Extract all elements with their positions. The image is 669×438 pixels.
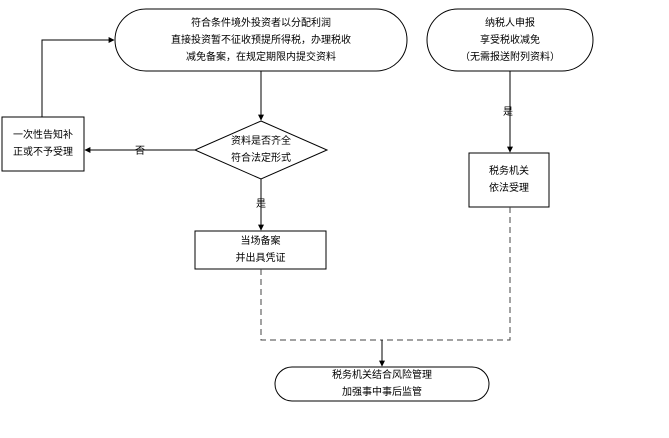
decision-label: 资料是否齐全 符合法定形式 <box>205 130 317 170</box>
start-right-line-1: 纳税人申报 <box>485 17 535 29</box>
dashed-accept-to-merge <box>382 207 511 341</box>
accept-right-line-1: 税务机关 <box>489 166 529 177</box>
reject-line-1: 一次性告知补 <box>13 130 73 141</box>
supervise-terminator <box>274 366 490 402</box>
reject-label: 一次性告知补 正或不予受理 <box>2 117 84 171</box>
start-left-line-2: 直接投资暂不征收预提所得税，办理税收 <box>171 34 351 46</box>
record-line-2: 并出具凭证 <box>235 253 286 264</box>
supervise-line-1: 税务机关结合风险管理 <box>332 370 432 381</box>
edge-label-decision-no: 否 <box>135 146 145 157</box>
dashed-record-to-merge <box>260 269 382 341</box>
decision-line-2: 符合法定形式 <box>231 153 291 164</box>
supervise-label: 税务机关结合风险管理 加强事中事后监管 <box>275 367 489 401</box>
record-line-1: 当场备案 <box>240 236 281 247</box>
decision-line-1: 资料是否齐全 <box>231 136 291 147</box>
start-right-line-3: （无需报送附列资料） <box>460 51 560 63</box>
start-right-label: 纳税人申报 享受税收减免 （无需报送附列资料） <box>427 9 593 71</box>
start-left-line-1: 符合条件境外投资者以分配利润 <box>191 17 331 29</box>
accept-right-label: 税务机关 依法受理 <box>469 153 549 207</box>
edge-label-decision-yes: 是 <box>256 199 266 210</box>
start-right-line-2: 享受税收减免 <box>480 34 540 46</box>
arrow-reject-to-start <box>41 37 115 117</box>
accept-right-box <box>468 152 550 208</box>
reject-box <box>1 116 85 172</box>
accept-right-line-2: 依法受理 <box>489 183 529 194</box>
supervise-line-2: 加强事中事后监管 <box>342 387 422 398</box>
record-label: 当场备案 并出具凭证 <box>195 231 326 269</box>
start-left-label: 符合条件境外投资者以分配利润 直接投资暂不征收预提所得税，办理税收 减免备案，在… <box>115 9 407 71</box>
reject-line-2: 正或不予受理 <box>13 147 73 158</box>
start-left-line-3: 减免备案，在规定期限内提交资料 <box>186 51 336 63</box>
edge-label-right-yes: 是 <box>503 107 513 118</box>
